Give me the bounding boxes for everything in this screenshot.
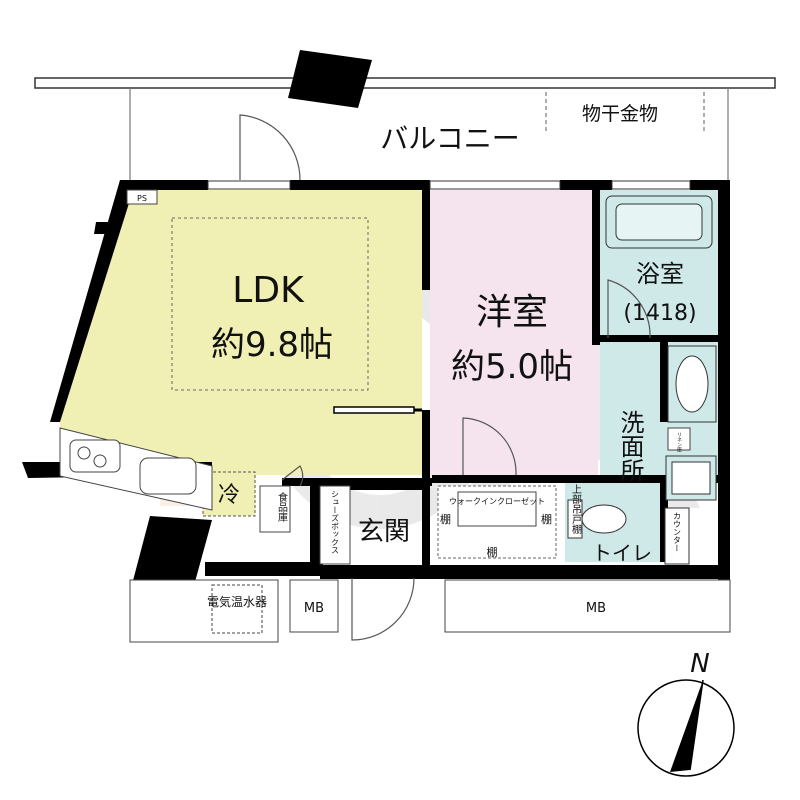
mb-left-box — [289, 579, 339, 633]
bath-name: 浴室 — [636, 260, 684, 288]
bath-size: (1418) — [623, 301, 696, 326]
drying-rack-label: 物干金物 — [582, 103, 658, 125]
entrance-name: 玄関 — [358, 517, 410, 547]
shelf-left-label: 棚 — [440, 512, 451, 526]
western-room-name: 洋室 — [476, 292, 548, 333]
western-room-size: 約5.0帖 — [451, 347, 573, 387]
pantry-label: 食品庫 — [276, 491, 288, 523]
shoe-box-label: シューズボックス — [331, 490, 340, 554]
ps-box — [126, 189, 158, 205]
washing-machine — [665, 455, 717, 501]
mb-right-label: MB — [586, 601, 606, 616]
north-label: N — [690, 649, 709, 679]
toilet-fixture — [567, 499, 627, 539]
mb-right-box — [444, 579, 731, 633]
fridge-label: 冷 — [218, 483, 240, 508]
linen-box — [667, 427, 691, 451]
north-compass — [637, 679, 735, 777]
shelf-bottom-label: 棚 — [487, 545, 498, 559]
shelf-right-label: 棚 — [541, 512, 552, 526]
ldk-dotted-area — [171, 217, 369, 391]
sliding-partition — [333, 406, 422, 414]
pantry — [259, 485, 291, 533]
walk-in-closet-inner — [457, 491, 537, 527]
water-heater-box — [211, 584, 263, 634]
counter-box — [664, 507, 690, 565]
ps-label: PS — [137, 194, 147, 203]
wash-basin — [667, 345, 717, 423]
column — [288, 50, 372, 108]
room-ldk — [60, 190, 422, 475]
walk-in-closet-label: ウォークインクローゼット — [449, 496, 545, 506]
shoe-box — [319, 485, 351, 565]
water-heater-label: 電気温水器 — [207, 594, 267, 609]
counter-label: カウンター — [673, 512, 682, 552]
ldk-size: 約9.8帖 — [211, 325, 333, 365]
balcony — [34, 50, 776, 180]
linen-label: リネン庫 — [676, 432, 682, 453]
upper-cabinet-label: 上部吊戸棚 — [570, 484, 582, 535]
doors — [239, 114, 651, 641]
washroom-name: 洗面所 — [616, 410, 644, 482]
balcony-label: バルコニー — [380, 122, 519, 155]
toilet-name: トイレ — [592, 541, 652, 565]
mb-left-label: MB — [304, 601, 324, 616]
room-western — [430, 190, 598, 475]
kitchen-counter — [59, 427, 213, 511]
ldk-name: LDK — [232, 270, 305, 311]
bathtub — [605, 195, 713, 249]
windows — [207, 180, 691, 190]
